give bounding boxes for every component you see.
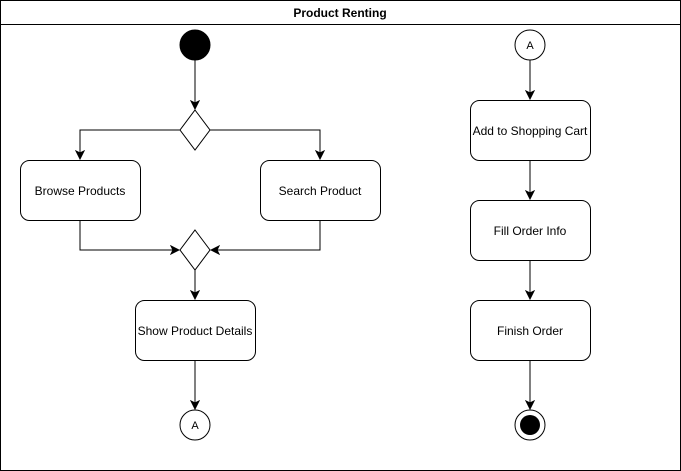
action-add-to-shopping-cart: Add to Shopping Cart	[470, 100, 591, 161]
connector-in-a: A	[514, 29, 546, 61]
connector-label: A	[191, 420, 199, 432]
final-node	[514, 409, 546, 441]
edge-browse-to-merge	[79, 221, 179, 250]
action-fill-order-info: Fill Order Info	[470, 200, 591, 261]
action-label: Show Product Details	[138, 324, 253, 338]
action-show-product-details: Show Product Details	[135, 300, 256, 361]
action-label: Fill Order Info	[494, 224, 567, 238]
initial-node	[179, 29, 211, 61]
action-label: Browse Products	[35, 184, 126, 198]
action-finish-order: Finish Order	[470, 300, 591, 361]
connector-label: A	[526, 40, 534, 52]
action-search-product: Search Product	[260, 160, 381, 221]
action-label: Add to Shopping Cart	[473, 124, 588, 138]
action-label: Search Product	[279, 184, 362, 198]
action-browse-products: Browse Products	[20, 160, 141, 221]
edge-decision-to-search	[210, 129, 320, 159]
diagram-title: Product Renting	[293, 6, 386, 20]
connector-out-a: A	[179, 409, 211, 441]
edge-decision-to-browse	[80, 129, 180, 159]
action-label: Finish Order	[497, 324, 563, 338]
decision-node	[179, 109, 211, 151]
edge-search-to-merge	[211, 221, 321, 250]
